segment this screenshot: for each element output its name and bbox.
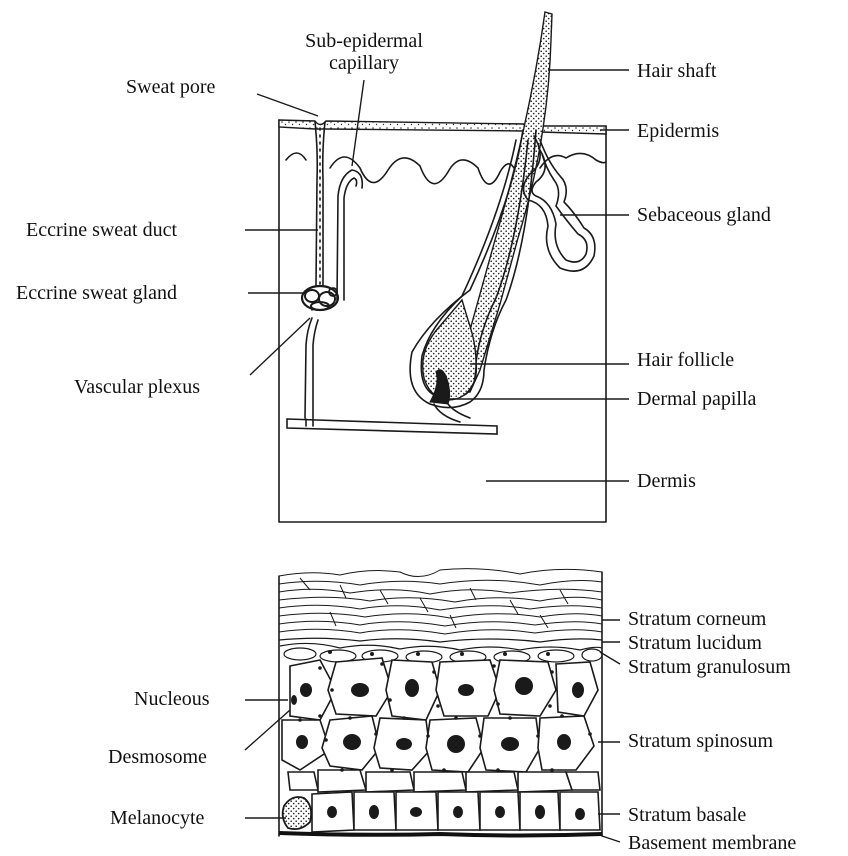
label-vascular-plexus: Vascular plexus (74, 376, 200, 398)
basement-membrane-line (279, 833, 602, 836)
label-stratum-spinosum: Stratum spinosum (628, 730, 773, 752)
melanocyte-cell (283, 797, 311, 829)
hair-bulb (423, 300, 476, 400)
label-dermis: Dermis (637, 470, 696, 492)
label-sweat-pore: Sweat pore (126, 76, 215, 98)
skin-cross-section (279, 12, 606, 522)
label-sub-epidermal-capillary: Sub-epidermal capillary (296, 30, 432, 74)
stratum-corneum-lines (279, 569, 602, 634)
stratum-granulosum-cells (280, 643, 602, 663)
label-stratum-granulosum: Stratum granulosum (628, 656, 791, 678)
label-eccrine-sweat-gland: Eccrine sweat gland (16, 282, 177, 304)
vascular-plexus-vessel (287, 419, 497, 434)
label-epidermis: Epidermis (637, 120, 719, 142)
label-sebaceous-gland: Sebaceous gland (637, 204, 771, 226)
stratum-spinosum-cells (282, 658, 600, 792)
dermal-epidermal-junction (286, 153, 606, 184)
eccrine-sweat-duct-outer (312, 122, 326, 310)
label-stratum-lucidum: Stratum lucidum (628, 632, 762, 654)
label-hair-follicle: Hair follicle (637, 349, 734, 371)
label-stratum-corneum: Stratum corneum (628, 608, 766, 630)
epidermis-layers-section (279, 569, 602, 836)
eccrine-sweat-gland-coil (302, 286, 338, 310)
epidermis-band (279, 120, 606, 134)
label-hair-shaft: Hair shaft (637, 60, 716, 82)
label-basement-membrane: Basement membrane (628, 832, 796, 854)
label-melanocyte: Melanocyte (110, 807, 204, 829)
label-eccrine-sweat-duct: Eccrine sweat duct (26, 219, 177, 241)
label-nucleous: Nucleous (134, 688, 210, 710)
label-stratum-basale: Stratum basale (628, 804, 746, 826)
label-desmosome: Desmosome (108, 746, 207, 768)
label-dermal-papilla: Dermal papilla (637, 388, 756, 410)
